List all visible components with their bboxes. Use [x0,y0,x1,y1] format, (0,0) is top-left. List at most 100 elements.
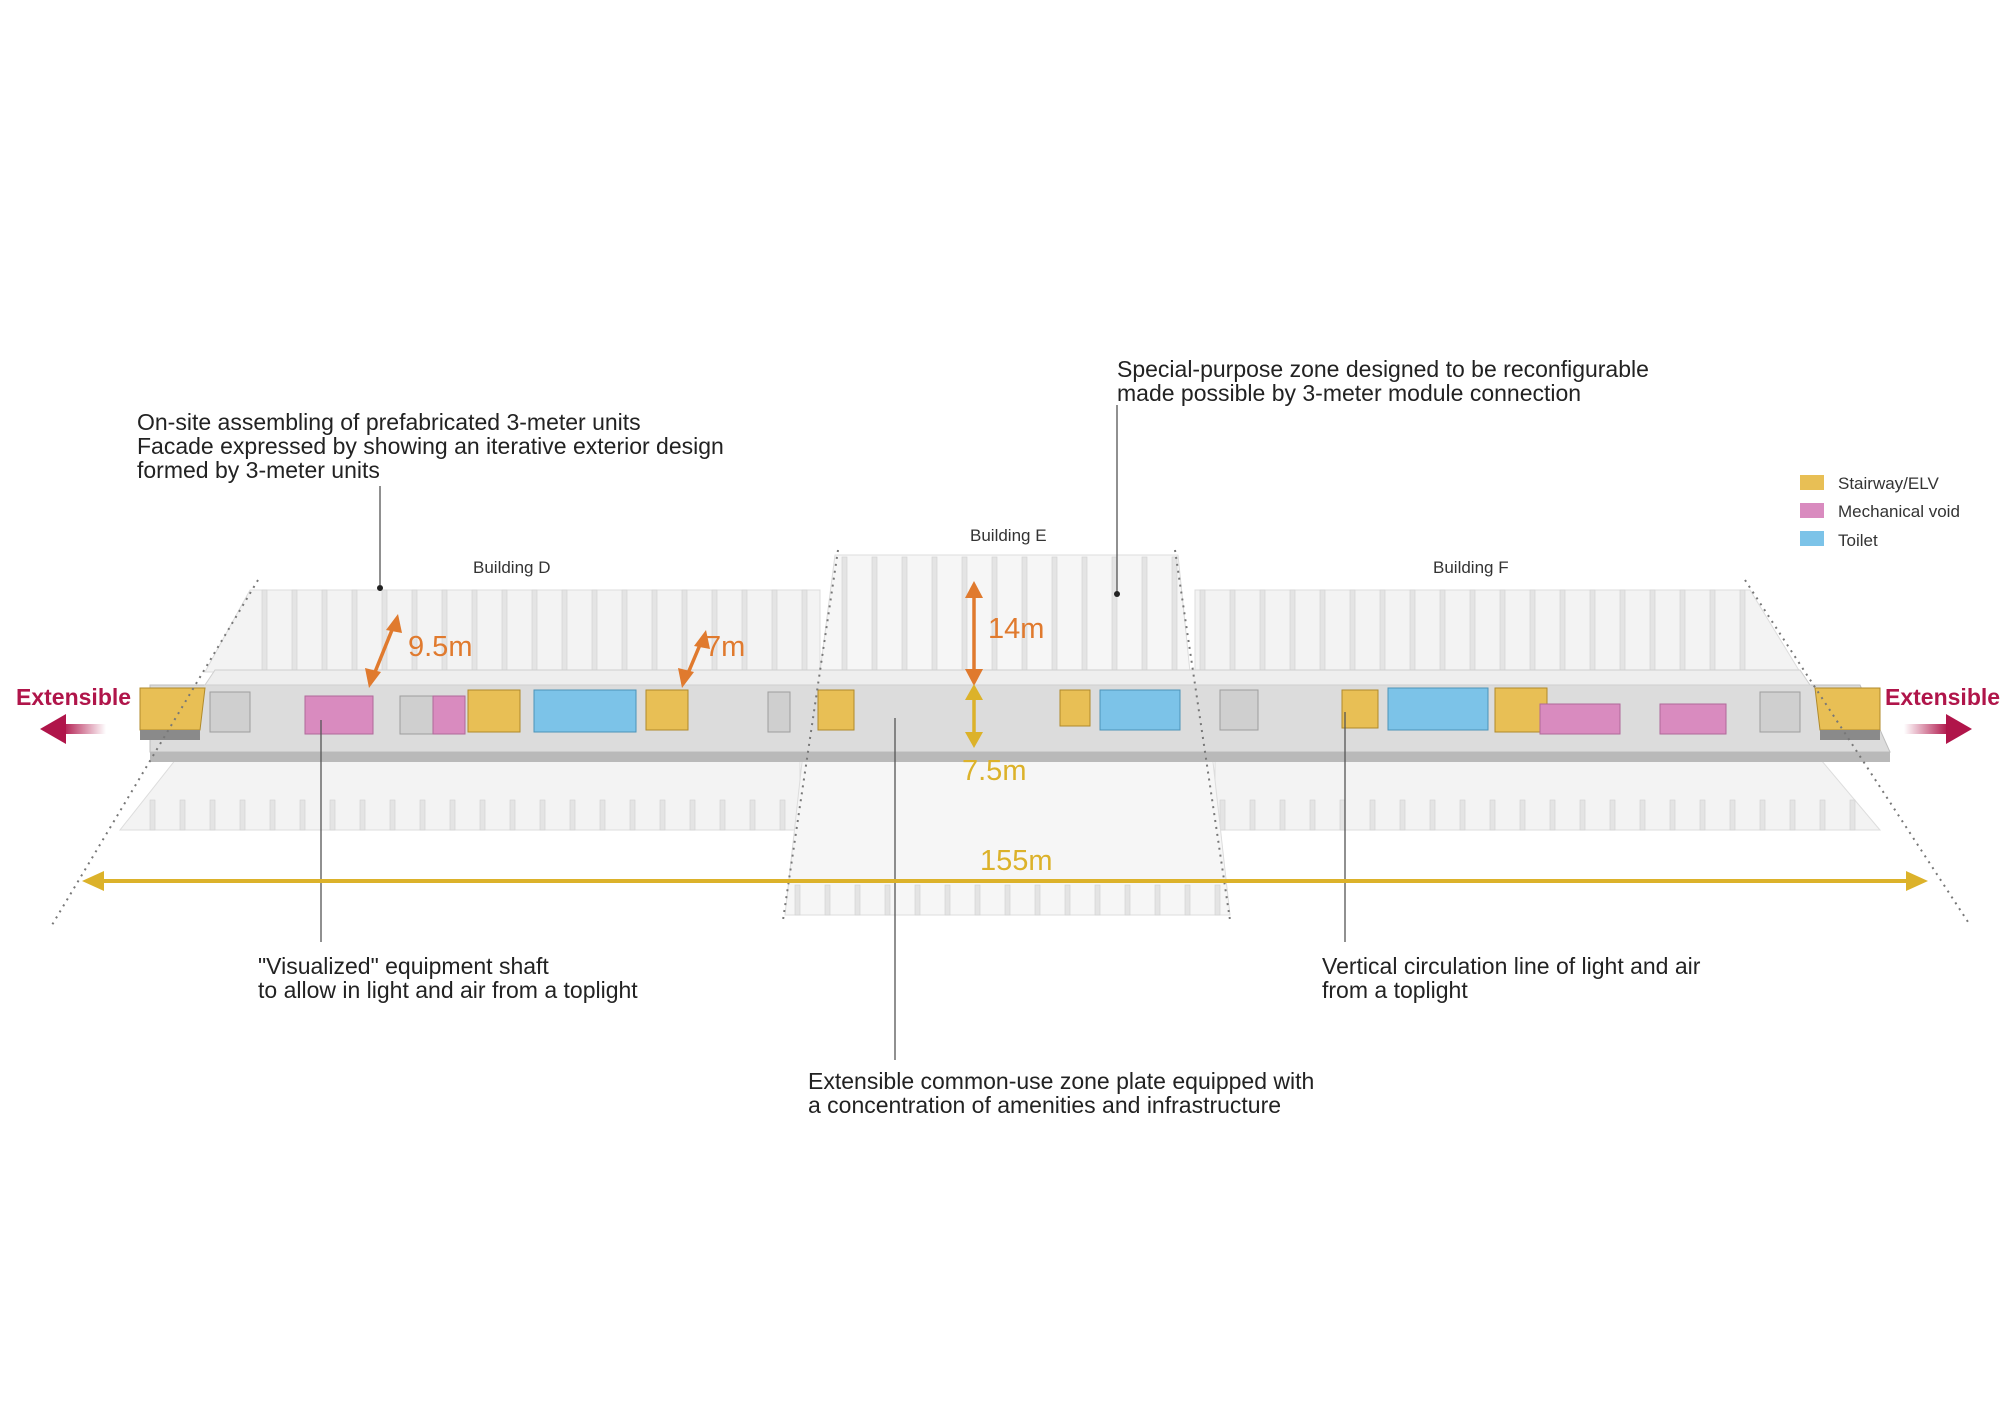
facade-fin [1319,589,1326,671]
legend-label-toilet: Toilet [1838,531,1878,550]
facade-fin [1409,589,1416,671]
facade-fin [1051,556,1058,671]
extensible-label-right: Extensible [1885,684,2000,710]
facade-fin [1289,589,1296,671]
annotation-line: On-site assembling of prefabricated 3-me… [137,409,641,435]
facade-fin [1034,884,1041,916]
facade-fin [659,799,666,831]
facade-fin [779,799,786,831]
leader-lines [320,405,1346,1060]
dimension-14m: 14m [988,613,1044,645]
building-e-label: Building E [970,526,1047,545]
facade-fin [884,884,891,916]
facade-fin [931,556,938,671]
facade-fin [824,884,831,916]
facade-fin [329,799,336,831]
facade-fin [1489,799,1496,831]
arrow-14m [965,581,983,686]
facade-fin [1214,884,1221,916]
facade-fin [1349,589,1356,671]
facade-fin [261,589,268,671]
facade-fin [944,884,951,916]
facade-fin [1459,799,1466,831]
facade-fin [1819,799,1826,831]
facade-fin [1679,589,1686,671]
facade-fin [841,556,848,671]
facade-fin [1249,799,1256,831]
building-d-back-wing [204,589,821,673]
facade-fin [871,556,878,671]
facade-fin [914,884,921,916]
facade-fin [719,799,726,831]
facade-fin [539,799,546,831]
facade-fin [651,589,658,671]
building-f-label: Building F [1433,558,1509,577]
facade-fin [1111,556,1118,671]
facade-fin [1559,589,1566,671]
facade-fin [179,799,186,831]
facade-fin [794,884,801,916]
facade-fin [1379,589,1386,671]
facade-fin [1609,799,1616,831]
facade-fin [1184,884,1191,916]
facade-fin [419,799,426,831]
building-f-back-wing [1194,589,1801,673]
legend-label-mechanical: Mechanical void [1838,502,1960,521]
dimension-155m: 155m [980,845,1053,877]
facade-fin [449,799,456,831]
building-d-label: Building D [473,558,551,577]
facade-fin [531,589,538,671]
facade-fin [209,799,216,831]
facade-fin [351,589,358,671]
facade-fin [1094,884,1101,916]
facade-fin [1469,589,1476,671]
facade-fin [961,556,968,671]
facade-fin [299,799,306,831]
annotation-line: made possible by 3-meter module connecti… [1117,380,1581,406]
facade-fin [1639,799,1646,831]
facade-fin [359,799,366,831]
arrow-7-5m [965,684,983,748]
facade-fin [771,589,778,671]
legend: Stairway/ELV Mechanical void Toilet [1800,474,1960,550]
facade-fin [901,556,908,671]
facade-fin [1619,589,1626,671]
facade-fin [501,589,508,671]
facade-fin [1849,799,1856,831]
facade-fin [689,799,696,831]
facade-fin [1549,799,1556,831]
facade-fin [599,799,606,831]
facade-fin [1439,589,1446,671]
facade-fin [1709,589,1716,671]
facade-fin [569,799,576,831]
total-length-dimension [82,871,1928,891]
legend-swatch-mechanical [1800,503,1824,518]
facade-fin [681,589,688,671]
facade-fin [1759,799,1766,831]
building-e-back-wing [819,554,1191,673]
facade-fin [1669,799,1676,831]
stair-end-left [139,687,206,740]
facade-fin [1579,799,1586,831]
arrow-9-5m [365,614,402,688]
facade-fin [1229,589,1236,671]
facade-fin [291,589,298,671]
envelope-dotted-lines [51,549,1971,926]
facade-fin [321,589,328,671]
facade-fin [1309,799,1316,831]
extensible-arrow-left [40,714,106,744]
facade-fin [1649,589,1656,671]
annotation-common-zone: Extensible common-use zone plate equippe… [808,1068,1314,1118]
annotation-special-zone: Special-purpose zone designed to be reco… [1117,356,1649,406]
facade-fin [479,799,486,831]
facade-fin [1081,556,1088,671]
facade-fin [1141,556,1148,671]
facade-fin [509,799,516,831]
leader-dots [377,585,1120,597]
facade-fin [1171,556,1178,671]
annotation-prefab-units: On-site assembling of prefabricated 3-me… [137,409,724,483]
annotation-line: Vertical circulation line of light and a… [1322,953,1701,979]
dimension-7-5m: 7.5m [962,755,1026,787]
annotation-vertical-circulation: Vertical circulation line of light and a… [1322,953,1701,1003]
